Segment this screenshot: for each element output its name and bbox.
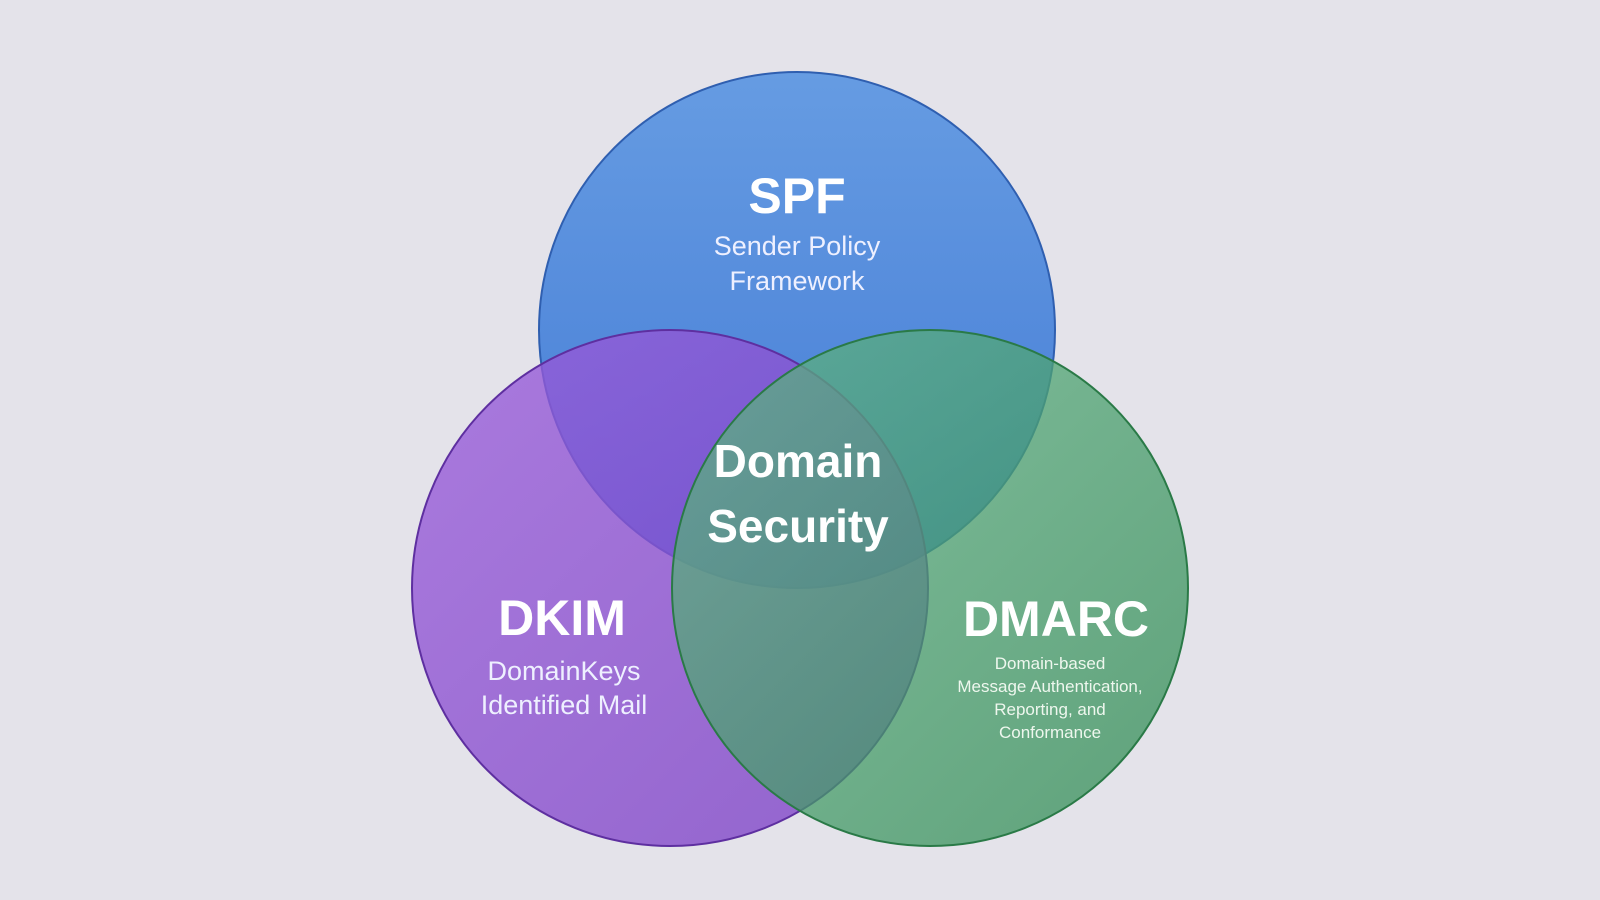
dmarc-subtitle-line-1: Domain-based [995, 654, 1106, 673]
spf-subtitle-line-1: Sender Policy [714, 231, 881, 261]
dmarc-subtitle-line-3: Reporting, and [994, 700, 1106, 719]
dkim-subtitle-line-1: DomainKeys [487, 656, 640, 686]
dmarc-subtitle-line-4: Conformance [999, 723, 1101, 742]
center-label-line-2: Security [707, 500, 889, 552]
dkim-subtitle-line-2: Identified Mail [481, 690, 648, 720]
dmarc-circle [671, 329, 1189, 847]
dmarc-subtitle-line-2: Message Authentication, [957, 677, 1142, 696]
center-label-line-1: Domain [714, 435, 883, 487]
spf-title: SPF [748, 168, 845, 224]
dmarc-title: DMARC [963, 591, 1149, 647]
spf-subtitle-line-2: Framework [729, 266, 865, 296]
dkim-title: DKIM [498, 590, 626, 646]
